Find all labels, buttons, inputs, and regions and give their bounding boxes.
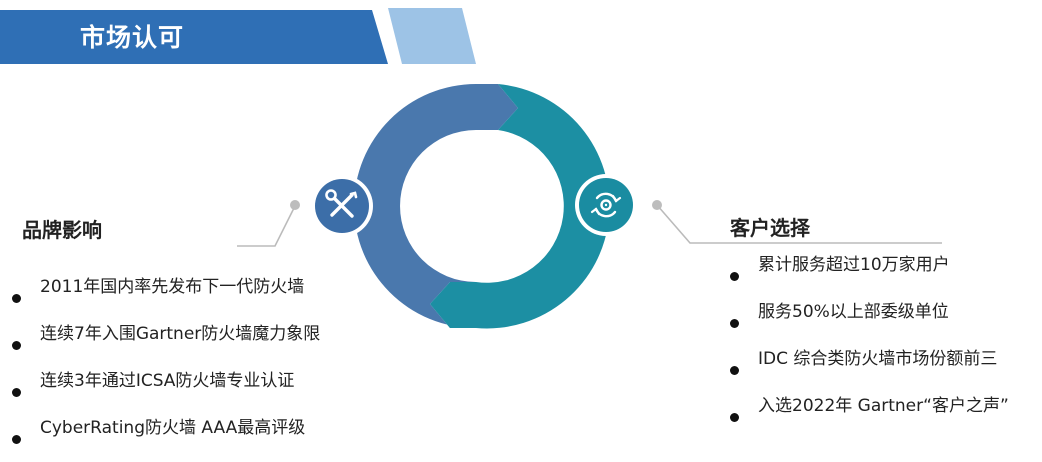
right-connector [652, 200, 942, 244]
wrench-screwdriver-icon [325, 189, 358, 218]
list-item: 服务50%以上部委级单位 [728, 299, 1009, 346]
right-arc [430, 84, 610, 329]
list-item: IDC 综合类防火墙市场份额前三 [728, 346, 1009, 393]
brand-influence-list: 2011年国内率先发布下一代防火墙 连续7年入围Gartner防火墙魔力象限 连… [10, 274, 320, 462]
title-banner [0, 8, 476, 64]
left-connector [237, 200, 300, 247]
list-item: 累计服务超过10万家用户 [728, 252, 1009, 299]
banner-main-shape [0, 10, 388, 64]
list-item: 入选2022年 Gartner“客户之声” [728, 393, 1009, 440]
list-item: 连续7年入围Gartner防火墙魔力象限 [10, 321, 320, 368]
list-item: CyberRating防火墙 AAA最高评级 [10, 415, 320, 462]
brand-influence-title: 品牌影响 [22, 218, 102, 242]
customer-choice-list: 累计服务超过10万家用户 服务50%以上部委级单位 IDC 综合类防火墙市场份额… [728, 252, 1009, 440]
left-arc [354, 84, 518, 328]
page-title: 市场认可 [80, 23, 185, 52]
list-item: 2011年国内率先发布下一代防火墙 [10, 274, 320, 321]
customer-choice-title: 客户选择 [730, 216, 810, 240]
banner-accent-shape [388, 8, 476, 64]
list-item: 连续3年通过ICSA防火墙专业认证 [10, 368, 320, 415]
gear-cycle-icon [590, 192, 622, 218]
